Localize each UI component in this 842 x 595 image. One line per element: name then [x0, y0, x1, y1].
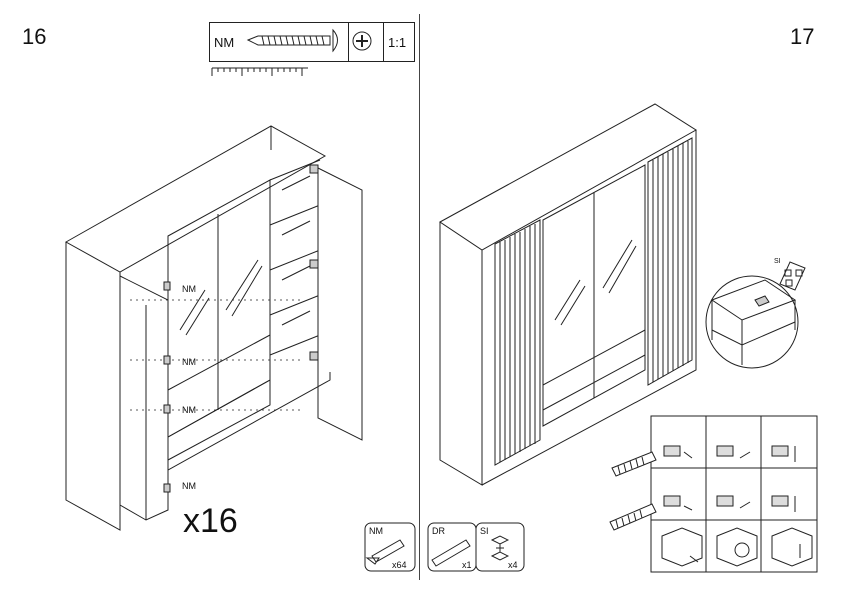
detail-code-si: SI — [774, 258, 781, 265]
part-code-nm: NM — [369, 526, 383, 536]
part-code-si: SI — [480, 526, 489, 536]
shelf-support-detail — [705, 261, 806, 369]
part-qty-nm: x64 — [392, 560, 407, 570]
callout-nm-1: NM — [182, 284, 196, 294]
scale-label: 1:1 — [388, 35, 407, 50]
callout-nm-3: NM — [182, 405, 196, 415]
page-divider — [419, 14, 420, 580]
callout-nm-2: NM — [182, 357, 196, 367]
hardware-scale-box: NM 1:1 — [209, 22, 415, 62]
screw-head-icon — [352, 31, 372, 51]
part-qty-dr: x1 — [462, 560, 472, 570]
screw-icon — [246, 28, 338, 53]
hinge-adjust-grid — [650, 415, 818, 573]
right-step-number: 17 — [790, 24, 815, 49]
screwdriver-icon — [611, 451, 657, 477]
part-code-dr: DR — [432, 526, 445, 536]
wardrobe-step16 — [64, 125, 363, 531]
hardware-code: NM — [214, 35, 235, 50]
part-qty-si: x4 — [508, 560, 518, 570]
step16-multiplier: x16 — [183, 502, 238, 540]
wardrobe-step17 — [439, 103, 697, 486]
callout-nm-4: NM — [182, 481, 196, 491]
left-step-number: 16 — [22, 24, 47, 49]
